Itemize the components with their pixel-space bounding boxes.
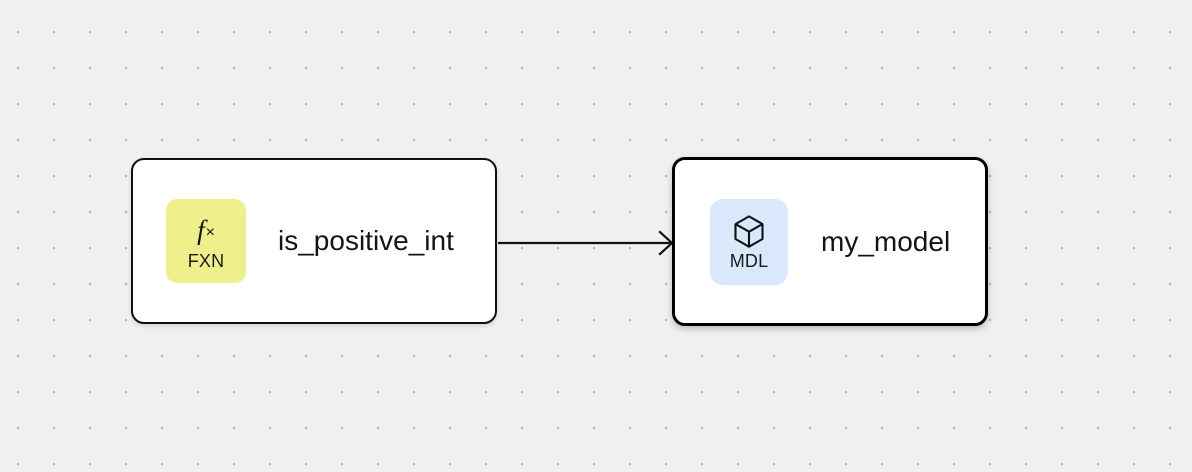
fx-glyph-f: f xyxy=(197,215,205,245)
cube-icon-svg xyxy=(734,214,764,248)
node-mdl-title: my_model xyxy=(821,225,951,257)
fxn-badge-caption: FXN xyxy=(187,250,225,271)
node-fxn[interactable]: f × FXN is_positive_int xyxy=(131,158,497,324)
function-fx-icon: f × xyxy=(197,213,215,249)
mdl-type-badge: MDL xyxy=(710,198,788,285)
node-fxn-title: is_positive_int xyxy=(278,225,454,256)
chevron-arrow-icon xyxy=(658,230,674,256)
mdl-badge-caption: MDL xyxy=(729,251,769,271)
edge-fxn-to-mdl[interactable] xyxy=(498,230,674,256)
fx-glyph-times: × xyxy=(205,223,215,241)
node-mdl[interactable]: MDL my_model xyxy=(672,157,988,326)
cube-icon xyxy=(732,213,766,249)
fxn-type-badge: f × FXN xyxy=(166,199,246,283)
